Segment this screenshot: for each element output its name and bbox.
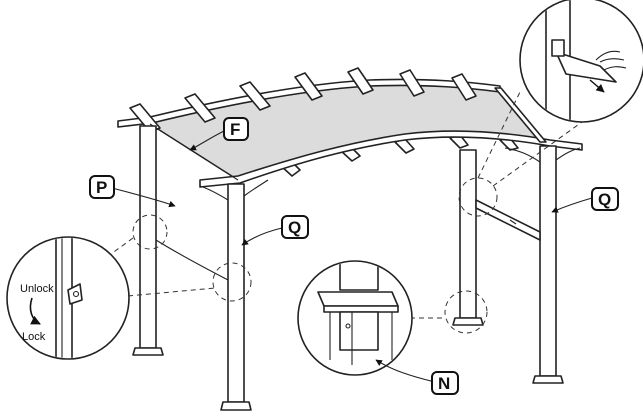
base-magnifier: [297, 260, 413, 376]
label-Q-back: Q: [591, 187, 619, 211]
post-back-right: [452, 149, 484, 326]
svg-text:P: P: [96, 178, 107, 197]
label-F: F: [223, 117, 249, 141]
label-N: N: [431, 371, 459, 395]
label-P: P: [89, 175, 115, 199]
label-Q-front: Q: [281, 215, 309, 239]
detail-circle-base: [444, 290, 488, 334]
svg-text:Q: Q: [598, 190, 611, 209]
svg-text:Q: Q: [288, 218, 301, 237]
svg-text:F: F: [230, 120, 240, 139]
post-front-left: [199, 179, 269, 411]
detail-circle-joint: [212, 262, 252, 302]
right-brace: [475, 199, 541, 241]
post-front-right: [504, 145, 581, 384]
unlock-text: Unlock: [20, 283, 54, 295]
post-back-left: [132, 125, 164, 356]
canopy: [148, 82, 551, 181]
lock-magnifier: Unlock Lock: [6, 236, 130, 360]
detail-circle-top-right: [458, 177, 498, 217]
front-top-rail: [199, 130, 583, 188]
lock-text: Lock: [22, 331, 46, 343]
detail-circle-lock: [132, 214, 168, 250]
right-side-beam: [494, 87, 547, 143]
svg-text:N: N: [438, 374, 450, 393]
top-right-magnifier: [519, 0, 643, 123]
